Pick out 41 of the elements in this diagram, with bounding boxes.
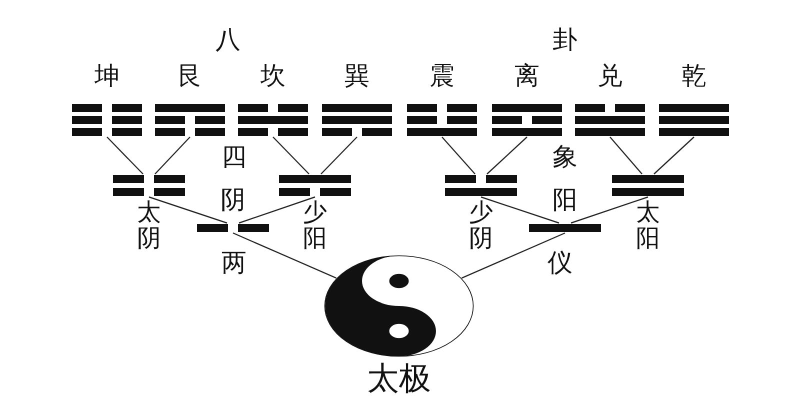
trigram-name: 离 bbox=[514, 62, 540, 92]
trigram-name: 震 bbox=[428, 62, 456, 92]
line-symbol bbox=[197, 224, 269, 232]
trigram-name: 乾 bbox=[680, 62, 708, 92]
connector-line bbox=[148, 196, 228, 224]
connector-line bbox=[106, 136, 144, 174]
symbol-name: 太阴 bbox=[136, 199, 162, 251]
connector-line bbox=[610, 136, 642, 174]
connector-line bbox=[570, 196, 648, 224]
trigram-name: 艮 bbox=[176, 62, 204, 92]
symbol-name: 少阳 bbox=[302, 199, 328, 251]
trigram-name: 兑 bbox=[596, 62, 624, 92]
connector-line bbox=[486, 136, 528, 174]
bigram-symbol bbox=[445, 175, 517, 196]
connector-line bbox=[238, 196, 316, 224]
yin-yang-symbol bbox=[324, 255, 474, 357]
level-label: 八 bbox=[216, 26, 240, 54]
bigram-symbol bbox=[612, 175, 684, 196]
connector-line bbox=[272, 136, 310, 174]
trigram-name: 巽 bbox=[344, 62, 370, 92]
level-label: 两 bbox=[222, 249, 246, 277]
connector-line bbox=[442, 136, 476, 174]
level-label: 四 bbox=[222, 143, 246, 171]
bigram-symbol bbox=[279, 175, 351, 196]
symbol-name: 太极 bbox=[367, 360, 431, 396]
connector-line bbox=[461, 232, 566, 279]
symbol-name: 少阴 bbox=[468, 199, 494, 251]
symbol-name: 阳 bbox=[552, 186, 578, 214]
connector-line bbox=[232, 232, 337, 279]
connector-line bbox=[654, 136, 694, 174]
symbol-name: 太阳 bbox=[635, 199, 661, 251]
symbol-name: 阴 bbox=[220, 186, 246, 214]
connector-line bbox=[320, 136, 358, 174]
bigram-symbol bbox=[113, 175, 185, 196]
connector-line bbox=[480, 196, 560, 224]
trigram-name: 坤 bbox=[94, 62, 120, 92]
connector-line bbox=[154, 136, 190, 174]
trigram-name: 坎 bbox=[260, 62, 286, 92]
level-label: 仪 bbox=[548, 249, 572, 277]
level-label: 象 bbox=[552, 143, 578, 171]
level-label: 卦 bbox=[552, 26, 578, 54]
